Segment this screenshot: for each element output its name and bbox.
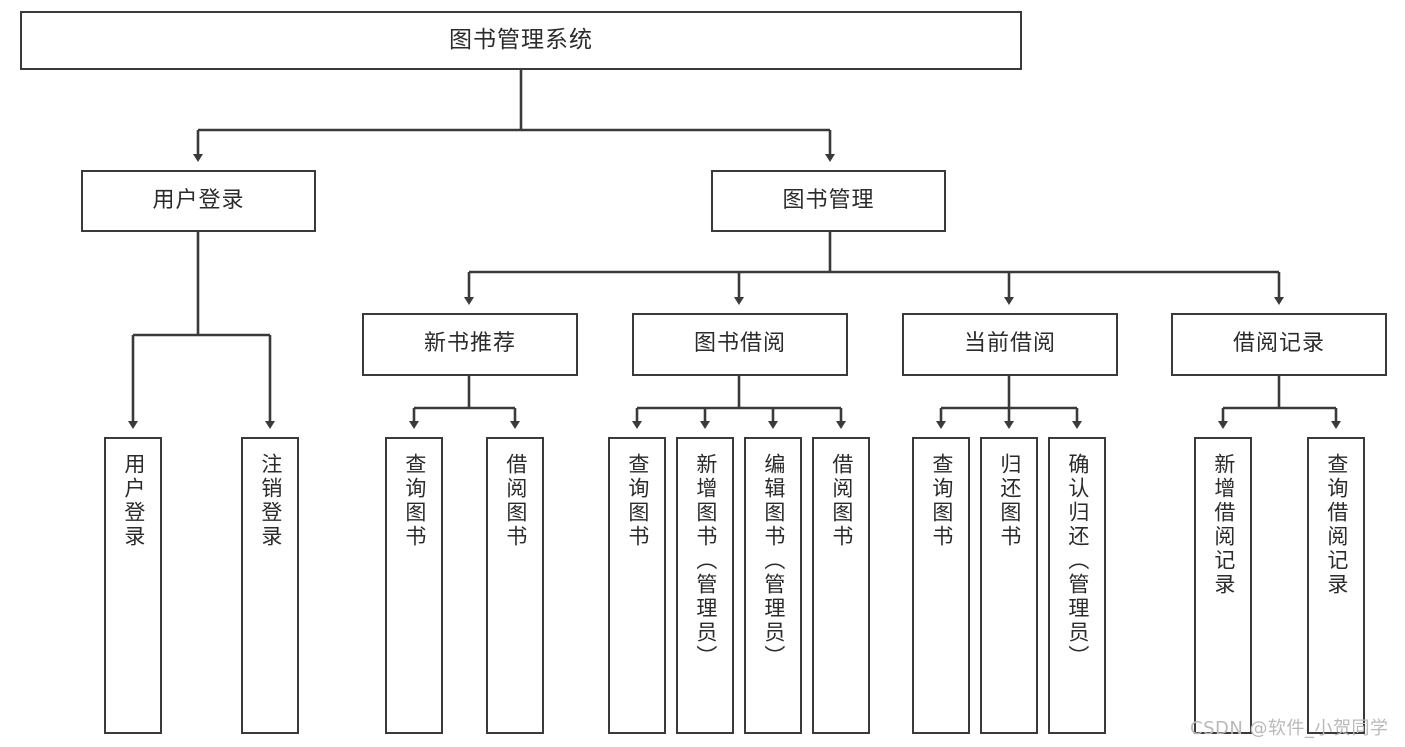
- node-book-borrowing[interactable]: 图书借阅: [632, 313, 848, 376]
- leaf-user-login-logout[interactable]: 注销登录: [241, 437, 299, 734]
- node-label: 编辑图书（管理员）: [761, 453, 786, 669]
- node-label: 图书管理: [782, 187, 875, 213]
- leaf-current-borrow-query-book[interactable]: 查询图书: [912, 437, 970, 734]
- node-label: 借阅图书: [503, 453, 528, 549]
- leaf-book-borrow-edit-book-admin[interactable]: 编辑图书（管理员）: [744, 437, 802, 734]
- node-label: 新增图书（管理员）: [693, 453, 718, 669]
- node-label: 借阅记录: [1232, 331, 1325, 357]
- node-label: 查询图书: [402, 453, 427, 549]
- node-label: 注销登录: [258, 453, 283, 549]
- node-label: 查询图书: [625, 453, 650, 549]
- node-label: 新增借阅记录: [1211, 453, 1236, 597]
- node-current-borrowing[interactable]: 当前借阅: [902, 313, 1118, 376]
- leaf-current-borrow-confirm-return-admin[interactable]: 确认归还（管理员）: [1048, 437, 1106, 734]
- node-borrow-records[interactable]: 借阅记录: [1171, 313, 1387, 376]
- node-label: 新书推荐: [423, 331, 516, 357]
- node-label: 确认归还（管理员）: [1065, 453, 1090, 669]
- leaf-current-borrow-return-book[interactable]: 归还图书: [980, 437, 1038, 734]
- leaf-records-add-borrow-record[interactable]: 新增借阅记录: [1194, 437, 1252, 734]
- node-user-login[interactable]: 用户登录: [81, 170, 316, 232]
- leaf-book-borrow-query-book[interactable]: 查询图书: [608, 437, 666, 734]
- node-label: 图书借阅: [693, 331, 786, 357]
- leaf-new-books-query-book[interactable]: 查询图书: [385, 437, 443, 734]
- node-label: 当前借阅: [963, 331, 1056, 357]
- leaf-book-borrow-borrow-book[interactable]: 借阅图书: [812, 437, 870, 734]
- node-label: 归还图书: [997, 453, 1022, 549]
- node-label: 用户登录: [152, 187, 245, 213]
- node-label: 查询图书: [929, 453, 954, 549]
- leaf-user-login-login[interactable]: 用户登录: [104, 437, 162, 734]
- leaf-new-books-borrow-book[interactable]: 借阅图书: [486, 437, 544, 734]
- leaf-book-borrow-add-book-admin[interactable]: 新增图书（管理员）: [676, 437, 734, 734]
- node-book-management[interactable]: 图书管理: [711, 170, 946, 232]
- node-label: 查询借阅记录: [1324, 453, 1349, 597]
- node-label: 用户登录: [121, 453, 146, 549]
- node-label: 图书管理系统: [449, 26, 593, 53]
- node-new-book-recommendation[interactable]: 新书推荐: [362, 313, 578, 376]
- leaf-records-query-borrow-record[interactable]: 查询借阅记录: [1307, 437, 1365, 734]
- node-label: 借阅图书: [829, 453, 854, 549]
- node-root-book-management-system[interactable]: 图书管理系统: [20, 11, 1022, 70]
